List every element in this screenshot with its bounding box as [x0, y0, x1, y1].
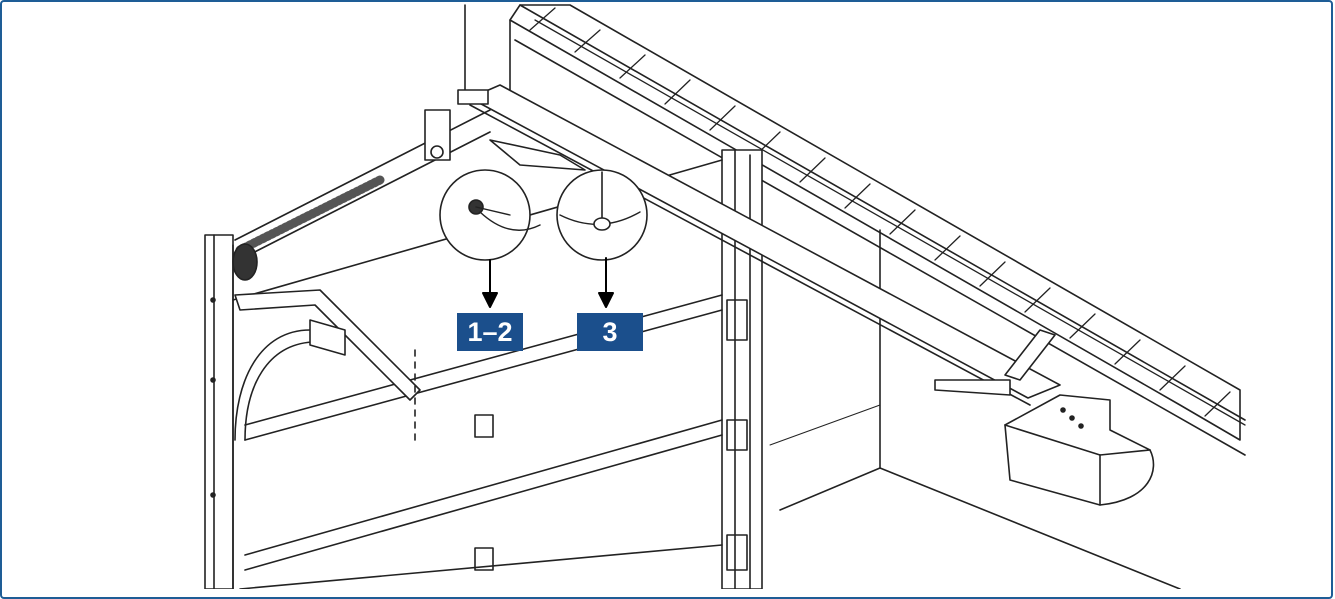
floor-line: [879, 467, 1181, 589]
ceiling-hanger: [934, 329, 1056, 396]
door-left-post: [204, 234, 234, 589]
arrow-down-icon: [598, 257, 614, 308]
callout-badge-3: 3: [577, 313, 643, 351]
arrow-down-icon: [482, 259, 498, 308]
floor-line: [779, 467, 881, 511]
opener-rail: [457, 84, 1061, 406]
detail-circle-cable-hook: [556, 169, 648, 261]
callout-badge-1-2: 1–2: [457, 313, 523, 351]
opener-motor-unit: [1004, 394, 1155, 506]
spring-shaft: [232, 109, 491, 281]
wall-line: [769, 404, 881, 446]
door-bracket: [489, 139, 586, 171]
detail-circle-cable-bolt: [439, 169, 541, 261]
door-arm: [234, 289, 421, 446]
